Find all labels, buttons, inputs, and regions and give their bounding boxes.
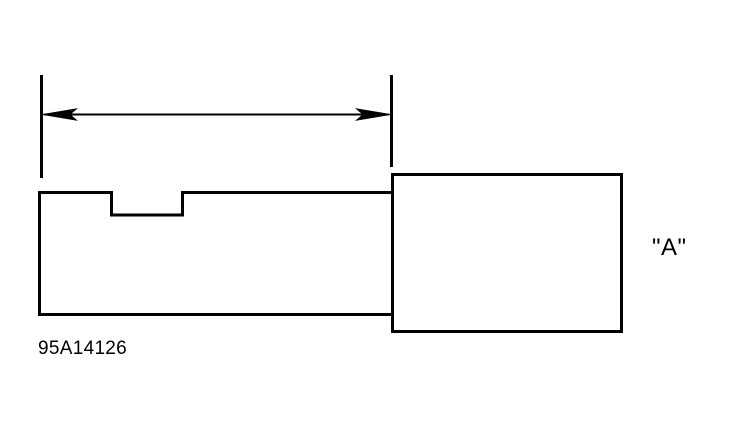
head-block-rectangle: [391, 173, 623, 333]
detail-letter-label: "A": [652, 234, 687, 261]
dimension-arrowhead-left: [41, 108, 79, 121]
part-number-label: 95A14126: [38, 338, 128, 359]
shank-body-profile: [38, 191, 393, 316]
extension-lines-group: [40, 75, 393, 178]
dimension-arrowhead-right: [354, 108, 392, 121]
overall-length-dimension-line: [41, 108, 392, 121]
